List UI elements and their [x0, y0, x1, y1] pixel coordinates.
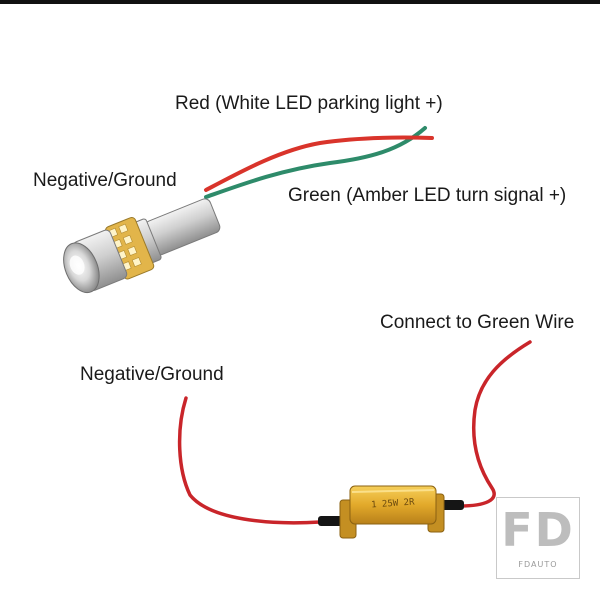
top-border: [0, 0, 600, 4]
resistor-red-wire-left: [177, 396, 322, 525]
red-wire: [204, 135, 434, 192]
fdauto-logo: FD FDAUTO: [496, 497, 580, 579]
connect-green-label: Connect to Green Wire: [380, 312, 575, 333]
red-wire-label: Red (White LED parking light +): [175, 93, 443, 114]
bulb-negative-label: Negative/Ground: [33, 170, 177, 191]
load-resistor: 1 25W 2R: [339, 485, 445, 539]
logo-text: FDAUTO: [518, 560, 558, 569]
resistor-red-wire-right: [458, 340, 532, 508]
resistor-marking: 1 25W 2R: [371, 497, 416, 510]
green-wire: [204, 126, 427, 199]
logo-mark: FD: [501, 503, 575, 557]
led-bulb: [63, 198, 221, 294]
green-wire-label: Green (Amber LED turn signal +): [288, 185, 567, 206]
resistor-negative-label: Negative/Ground: [80, 364, 224, 385]
